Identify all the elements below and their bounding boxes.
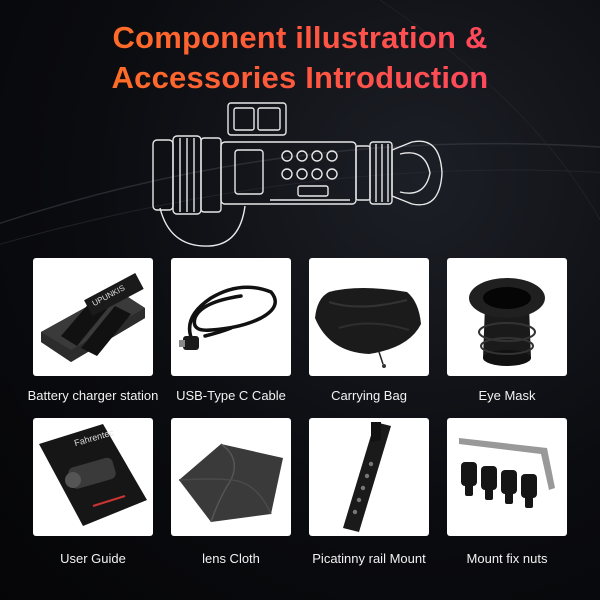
accessory-card-mount-nuts [447,418,567,536]
accessory-card-lens-cloth [171,418,291,536]
usb-cable-icon [179,285,277,350]
accessory-card-usb-cable [171,258,291,376]
accessory-label: USB-Type C Cable [176,388,286,403]
accessory-card-battery-charger: UPUNKIS [33,258,153,376]
page-title-line-1: Component illustration & [0,20,600,56]
accessory-card-eye-mask [447,258,567,376]
accessory-card-user-guide: Fahrentec [33,418,153,536]
accessory-label: Eye Mask [478,388,536,403]
eye-mask-icon [469,278,545,366]
mount-nuts-icon [459,438,555,508]
accessory-label: Battery charger station [27,388,159,403]
accessory-label: User Guide [60,551,126,566]
battery-charger-icon: UPUNKIS [41,272,145,362]
page-title-line-2: Accessories Introduction [0,60,600,96]
user-guide-icon: Fahrentec [39,424,147,526]
thermal-scope-illustration [152,102,443,247]
carrying-bag-icon [315,288,421,368]
accessory-card-rail-mount [309,418,429,536]
accessory-label: Mount fix nuts [466,551,548,566]
accessory-label: Picatinny rail Mount [312,551,426,566]
lens-cloth-icon [178,443,283,523]
accessory-label: Carrying Bag [331,388,407,403]
rail-mount-icon [343,422,391,532]
accessory-card-carrying-bag [309,258,429,376]
accessory-label: lens Cloth [202,551,260,566]
